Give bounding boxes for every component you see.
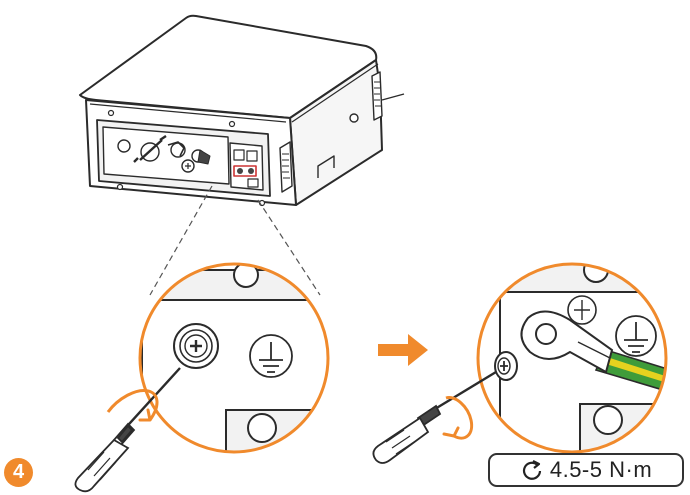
device-enclosure [79, 14, 405, 207]
phillips-screw-icon [494, 351, 518, 381]
zoom-circle-after [476, 262, 668, 454]
ground-symbol-icon [249, 334, 293, 378]
arrow-right-icon [378, 334, 428, 366]
rotation-arrow-icon [442, 396, 474, 440]
phillips-screw-icon [173, 323, 219, 369]
callout-lines [149, 185, 321, 296]
rotation-arrow-icon [106, 389, 159, 422]
step-number-badge: 4 [4, 458, 33, 487]
torque-spec-label: 4.5-5 N·m [488, 453, 684, 487]
screwdriver-icon [74, 367, 181, 493]
clockwise-rotate-icon [522, 460, 541, 480]
ring-terminal-icon [520, 295, 614, 374]
torque-value: 4.5-5 N·m [549, 457, 653, 482]
screwdriver-icon [372, 370, 497, 464]
zoom-circle-before [138, 262, 330, 454]
